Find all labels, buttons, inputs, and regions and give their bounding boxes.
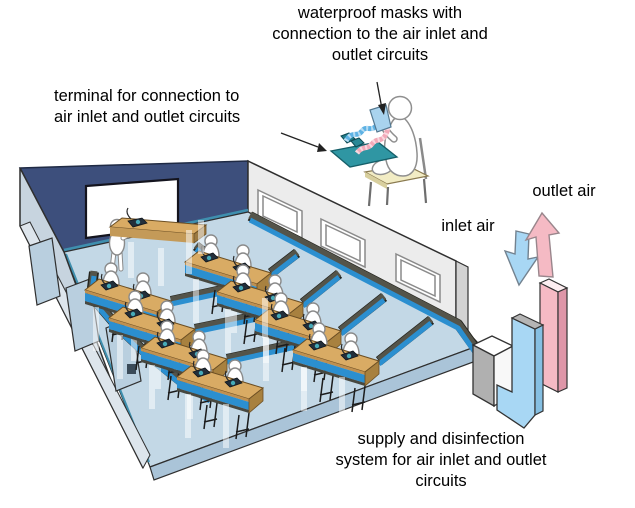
- teacher-mask-device: [126, 207, 148, 228]
- label-waterproof-masks: waterproof masks with connection to the …: [272, 4, 488, 64]
- terminal-nozzle: [350, 137, 365, 148]
- label-terminal: terminal for connection to air inlet and…: [54, 87, 241, 126]
- inlet-duct: [496, 313, 545, 429]
- figure-head: [387, 95, 413, 121]
- chair-seat-edge: [365, 172, 387, 189]
- supply-box-left: [472, 343, 495, 408]
- supply-disinfection-unit: [471, 211, 569, 429]
- label-outlet-air: outlet air: [532, 182, 596, 200]
- duct-connectors: [192, 242, 435, 366]
- label-arrows: [280, 81, 386, 152]
- outlet-air-arrow: [524, 211, 561, 278]
- demo-mask-figure: [329, 95, 430, 207]
- terminal-plate: [329, 141, 399, 168]
- air-streaks: [128, 220, 268, 338]
- inlet-air-arrow: [503, 230, 540, 287]
- chair-legs: [367, 178, 428, 207]
- outlet-duct: [538, 278, 569, 393]
- inlet-duct-cap: [510, 313, 545, 330]
- chair-backrest: [418, 137, 428, 180]
- label-inlet-air: inlet air: [441, 217, 495, 235]
- teacher-desk: [108, 207, 208, 244]
- wall-fixture: [127, 364, 136, 374]
- outlet-tube: [355, 126, 390, 155]
- label-supply-system: supply and disinfection system for air i…: [335, 430, 547, 490]
- classroom-illustration: [18, 159, 485, 481]
